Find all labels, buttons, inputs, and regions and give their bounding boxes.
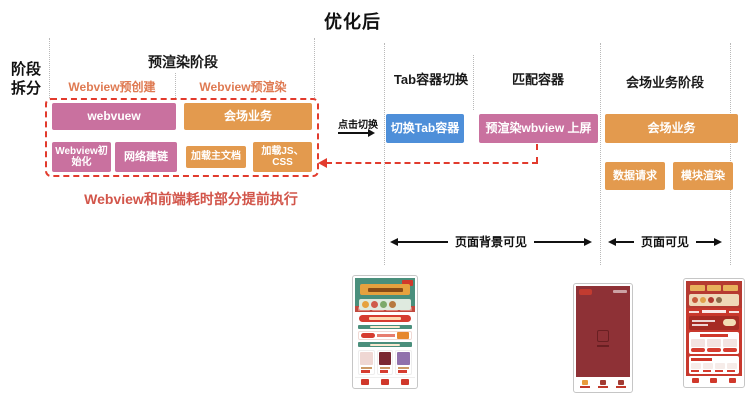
node-prerender-onscreen: 预渲染wbview 上屏 — [479, 114, 598, 143]
node-switch-tab-container: 切换Tab容器 — [386, 114, 464, 143]
arrowhead-left-icon — [390, 237, 398, 246]
phone1-section-band — [358, 324, 412, 330]
phone1-product-card — [376, 350, 394, 376]
match-container-header: 匹配容器 — [511, 72, 564, 87]
phone3-screen — [686, 281, 742, 385]
prerender-caption: Webview和前端耗时部分提前执行 — [84, 191, 298, 207]
range-line — [398, 240, 448, 243]
phone2-placeholder-logo-text — [597, 344, 609, 347]
node-webview: webvuew — [52, 103, 176, 130]
guide-line — [49, 38, 50, 98]
phone3-bottom-nav — [686, 375, 742, 385]
arrowhead-left-icon — [608, 237, 616, 246]
webview-prerender-subheader: Webview预渲染 — [199, 80, 287, 94]
node-webview-init: Webview初始化 — [52, 142, 111, 172]
guide-line — [730, 43, 731, 265]
phone1-section-band — [358, 342, 412, 348]
phone2-placeholder-logo — [597, 329, 609, 342]
phone3-banner-art — [689, 294, 739, 306]
node-hall-business-right: 会场业务 — [605, 114, 738, 143]
phone3-promo-card — [689, 315, 739, 330]
guide-line — [384, 43, 385, 265]
background-visible-range: 页面背景可见 — [390, 233, 593, 250]
phone-screenshot-prerendered-page — [352, 275, 418, 389]
node-load-js-css: 加载JS、CSS — [253, 142, 312, 172]
guide-line — [175, 73, 176, 98]
page-visible-range: 页面可见 — [608, 233, 723, 250]
click-switch-arrow — [338, 132, 370, 134]
phone2-corner-badge — [579, 289, 592, 295]
click-switch-arrowhead — [368, 129, 375, 137]
phone1-coupon-card — [358, 331, 412, 341]
node-data-request: 数据请求 — [605, 162, 665, 190]
range-line — [534, 240, 585, 243]
phone1-product-card — [395, 350, 413, 376]
prerender-stage-header: 预渲染阶段 — [148, 54, 218, 70]
feedback-connector-arrowhead — [318, 158, 327, 168]
webview-precreate-subheader: Webview预创建 — [68, 80, 156, 94]
phone1-product-card — [358, 350, 375, 376]
phone1-banner-art — [359, 299, 411, 310]
phone3-promo-button — [723, 319, 736, 327]
phone3-festive-banner — [686, 281, 742, 308]
tab-container-switch-header: Tab容器切换 — [393, 72, 469, 87]
phone2-bottom-nav — [576, 377, 630, 390]
phone2-screen — [576, 286, 630, 390]
phone1-bottom-nav — [355, 377, 415, 386]
phone-screenshot-background-only — [573, 283, 633, 393]
guide-line — [473, 55, 474, 110]
phone1-product-row — [355, 348, 415, 377]
click-switch-label: 点击切换 — [338, 120, 378, 131]
phone-screenshot-full-page — [683, 278, 745, 388]
prerender-group-outline — [45, 98, 319, 177]
phone1-corner-badge — [402, 280, 413, 286]
background-visible-label: 页面背景可见 — [455, 235, 528, 249]
phone1-screen — [355, 278, 415, 386]
phone2-statusbar-text — [613, 290, 627, 293]
phone3-banner-title — [690, 285, 739, 291]
node-module-render: 模块渲染 — [673, 162, 733, 190]
feedback-connector-vertical — [536, 144, 538, 163]
phone3-section-title — [689, 310, 739, 314]
node-load-main-doc: 加载主文档 — [186, 146, 246, 168]
diagram-title: 优化后 — [324, 12, 381, 32]
hall-business-stage-header: 会场业务阶段 — [625, 75, 704, 90]
stage-split-label: 阶段拆分 — [10, 61, 41, 97]
phone1-red-banner — [359, 314, 411, 322]
phone3-product-card — [689, 331, 739, 354]
phone1-title-band — [360, 284, 410, 295]
range-line — [696, 240, 715, 243]
page-visible-label: 页面可见 — [641, 235, 690, 249]
feedback-connector-horizontal — [326, 162, 538, 164]
phone1-header-banner — [355, 278, 415, 310]
node-network-link: 网络建链 — [115, 142, 177, 172]
range-line — [616, 240, 634, 243]
guide-line — [600, 43, 601, 265]
guide-line — [314, 38, 315, 98]
phone3-list-card — [689, 355, 739, 374]
phone3-page-body — [686, 307, 742, 376]
node-hall-business: 会场业务 — [184, 103, 312, 130]
arrowhead-right-icon — [584, 237, 593, 246]
arrowhead-right-icon — [714, 237, 723, 246]
